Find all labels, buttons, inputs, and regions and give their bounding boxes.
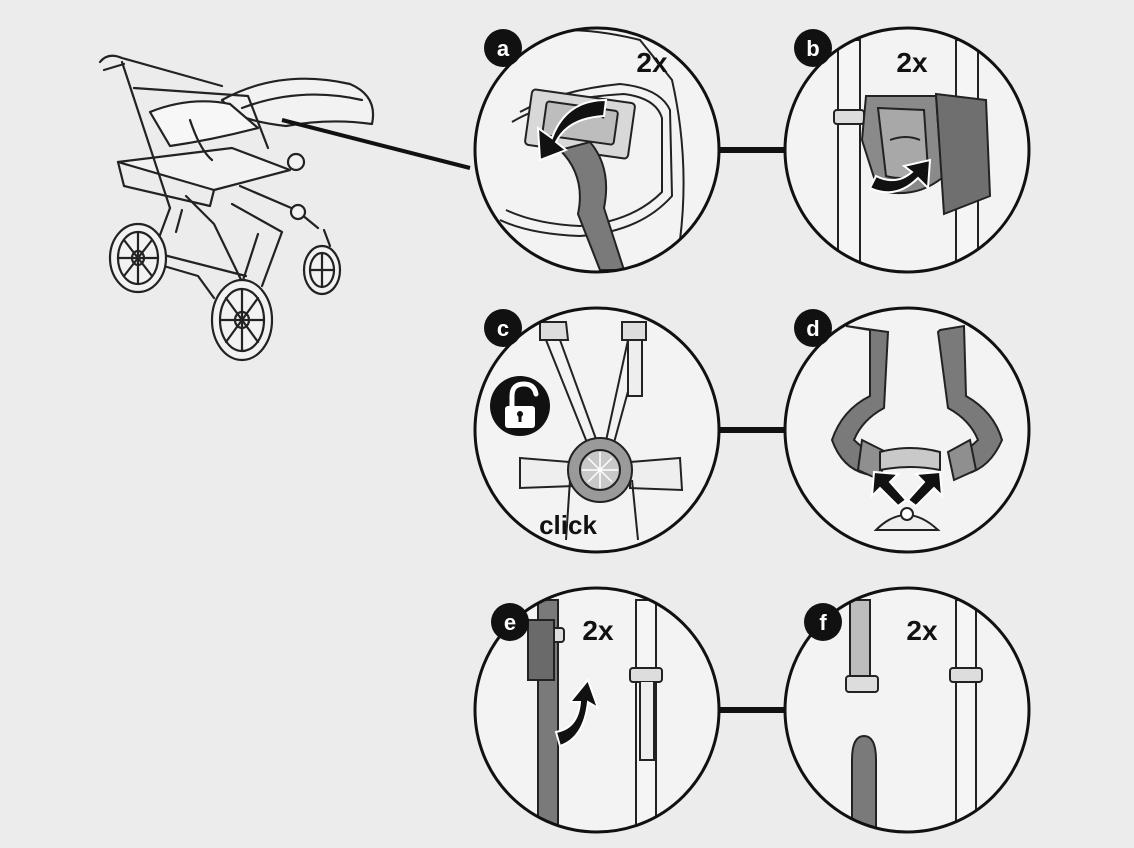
step-letter-d: d <box>806 316 819 341</box>
tuck-arrow <box>868 158 932 194</box>
step-note-c: click <box>539 510 597 540</box>
rotate-arrow <box>536 98 608 162</box>
pointer-line <box>281 118 471 170</box>
step-panel-c: c click <box>473 306 721 554</box>
step-badge-e <box>491 603 529 641</box>
step-badge-c <box>484 309 522 347</box>
step-badge-f <box>804 603 842 641</box>
step-badge-a <box>484 29 522 67</box>
step-note-f: 2x <box>906 615 938 646</box>
step-note-b: 2x <box>896 47 928 78</box>
step-connectors <box>718 147 786 713</box>
unlock-icon <box>490 376 550 436</box>
step-panel-b: b 2x <box>783 26 1031 274</box>
thread-arrow <box>554 677 600 748</box>
step-badge-b <box>794 29 832 67</box>
step-note-a: 2x <box>636 47 668 78</box>
step-badge-d <box>794 309 832 347</box>
pull-arrows <box>870 470 944 508</box>
step-panel-a: a 2x <box>473 26 721 274</box>
step-letter-b: b <box>806 36 819 61</box>
stroller-icon <box>98 54 375 362</box>
step-letter-f: f <box>819 610 827 635</box>
step-note-e: 2x <box>582 615 614 646</box>
step-panel-d: d <box>783 306 1031 554</box>
step-letter-a: a <box>497 36 510 61</box>
step-letter-e: e <box>504 610 516 635</box>
step-panel-f: f 2x <box>783 586 1031 834</box>
step-panel-e: e 2x <box>473 586 721 834</box>
step-letter-c: c <box>497 316 509 341</box>
